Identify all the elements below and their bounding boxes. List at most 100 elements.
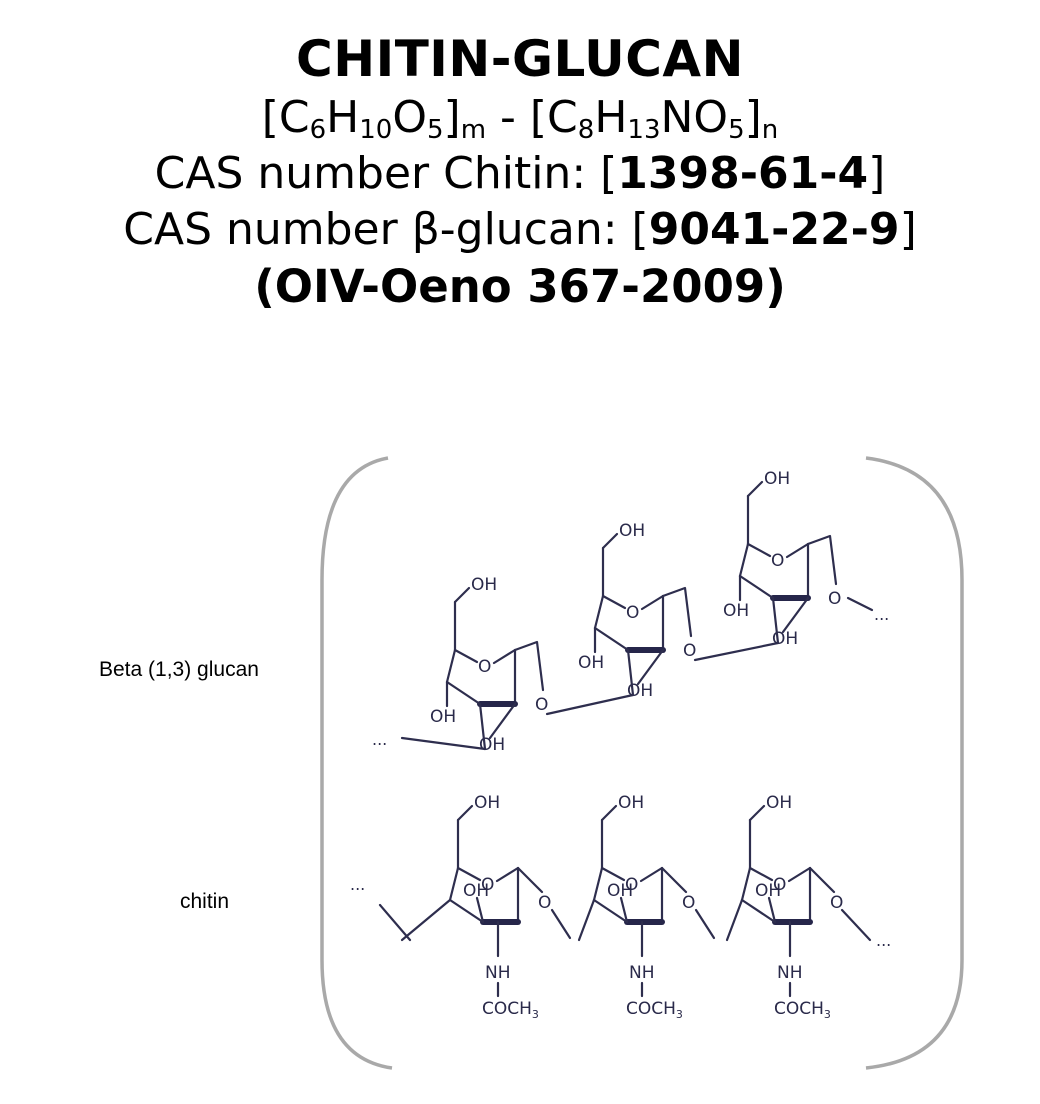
hydroxyl-label: OH: [764, 469, 790, 489]
hydroxyl-label: OH: [607, 881, 633, 901]
ring-bond: [639, 866, 664, 883]
ring-bond: [781, 596, 810, 634]
hydroxyl-label: OH: [463, 881, 489, 901]
hydroxyl-label: OH: [471, 575, 497, 595]
ring-bond: [767, 896, 777, 924]
ring-bond: [592, 866, 604, 902]
chain-continuation-dots: ...: [874, 605, 889, 624]
ring-bond: [453, 586, 471, 604]
ring-bond: [445, 648, 457, 684]
glycosidic-bond: [806, 534, 838, 586]
glycosidic-bond: [660, 866, 688, 894]
ring-bond: [448, 898, 485, 924]
header: CHITIN-GLUCAN [C6H10O5]m - [C8H13NO5]n C…: [0, 28, 1040, 316]
ring-bond: [746, 480, 764, 498]
label-beta-glucan: Beta (1,3) glucan: [99, 658, 259, 681]
glycosidic-bond: [808, 866, 836, 894]
ring-bond: [785, 542, 810, 559]
ring-bond: [640, 594, 665, 611]
ring-bond: [448, 866, 460, 902]
ring-bond: [453, 648, 479, 664]
glycosidic-bond: [400, 736, 487, 751]
hydroxyl-label: OH: [578, 653, 604, 673]
ring-bond: [456, 804, 474, 822]
molecular-formula: [C6H10O5]m - [C8H13NO5]n: [261, 92, 779, 145]
hydroxyl-label: OH: [474, 793, 500, 813]
glycosidic-bond: [725, 898, 744, 942]
ring-bond: [771, 596, 780, 645]
hydroxyl-label: OH: [430, 707, 456, 727]
glycosidic-bond: [550, 908, 572, 940]
ring-bond: [456, 866, 482, 882]
ring-bond: [593, 626, 630, 652]
ring-bond: [748, 866, 774, 882]
ring-bond: [601, 594, 627, 610]
ring-bond: [619, 896, 629, 924]
ring-bond: [738, 574, 775, 600]
glycosidic-bond: [513, 640, 545, 692]
glycosidic-bond: [661, 586, 693, 638]
glycosidic-bond: [577, 898, 596, 942]
ring-bond: [592, 898, 629, 924]
ring-bond: [492, 648, 517, 665]
acetyl-group-label: COCH3: [482, 999, 539, 1021]
ring-bond: [626, 648, 635, 697]
oiv-reference: (OIV-Oeno 367-2009): [254, 260, 786, 313]
ring-bond: [445, 680, 482, 706]
ring-bond: [475, 896, 485, 924]
chain-continuation-dots: ...: [876, 931, 891, 950]
hydroxyl-label: OH: [723, 601, 749, 621]
hydroxyl-label: OH: [618, 793, 644, 813]
amine-label: NH: [777, 963, 803, 983]
ring-bond: [740, 898, 777, 924]
left-bracket: [320, 456, 393, 1070]
hydroxyl-label: OH: [627, 681, 653, 701]
ring-oxygen-label: O: [481, 875, 494, 895]
acetyl-group-label: COCH3: [626, 999, 683, 1021]
glycosidic-bond: [400, 898, 452, 942]
acetyl-group-label: COCH3: [774, 999, 831, 1021]
label-chitin: chitin: [180, 890, 230, 913]
ring-bond: [495, 866, 520, 883]
ring-oxygen-label: O: [478, 657, 491, 677]
glycosidic-oxygen-label: O: [682, 893, 695, 913]
ring-bond: [748, 804, 766, 822]
amine-label: NH: [485, 963, 511, 983]
ring-bond: [746, 542, 772, 558]
glycosidic-oxygen-label: O: [535, 695, 548, 715]
cas-number-chitin: CAS number Chitin: [1398-61-4]: [154, 148, 886, 199]
chain-continuation-dots: ...: [350, 875, 365, 894]
glycosidic-oxygen-label: O: [683, 641, 696, 661]
glycosidic-bond: [846, 596, 874, 612]
chain-continuation-dots: ...: [372, 730, 387, 749]
glycosidic-bond: [694, 908, 716, 940]
glycosidic-bond: [693, 641, 780, 662]
chitin-chain: ...OOHOHNHCOCH3OOOHOHNHCOCH3OOOHOHNHCOCH…: [350, 793, 891, 1021]
ring-bond: [478, 702, 487, 751]
glycosidic-oxygen-label: O: [830, 893, 843, 913]
ring-oxygen-label: O: [773, 875, 786, 895]
beta-glucan-chain: ...OOHOHOHOOOHOHOHOOOHOHOHO...: [372, 469, 889, 755]
glycosidic-bond: [516, 866, 544, 894]
hydroxyl-label: OH: [619, 521, 645, 541]
right-bracket: [865, 456, 964, 1070]
ring-bond: [636, 648, 665, 686]
ring-oxygen-label: O: [771, 551, 784, 571]
glycosidic-bond: [840, 908, 872, 942]
hydroxyl-label: OH: [766, 793, 792, 813]
ring-bond: [593, 594, 605, 630]
glycosidic-oxygen-label: O: [828, 589, 841, 609]
glycosidic-bond: [545, 693, 635, 716]
hydroxyl-label: OH: [772, 629, 798, 649]
amine-label: NH: [629, 963, 655, 983]
ring-bond: [600, 804, 618, 822]
glycosidic-oxygen-label: O: [538, 893, 551, 913]
ring-bond: [738, 542, 750, 578]
ring-bond: [600, 866, 626, 882]
ring-bond: [601, 532, 619, 550]
ring-bond: [488, 702, 517, 740]
hydroxyl-label: OH: [755, 881, 781, 901]
hydroxyl-label: OH: [479, 735, 505, 755]
ring-oxygen-label: O: [625, 875, 638, 895]
